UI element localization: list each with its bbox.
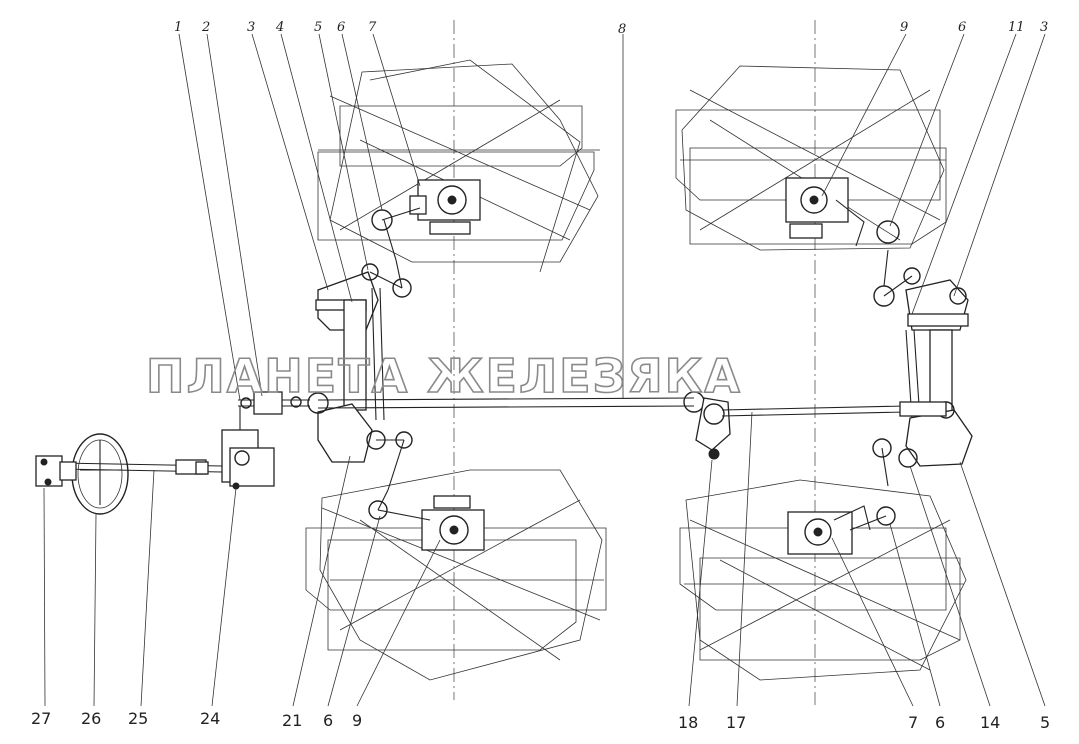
callout-top-11: 11 (1008, 20, 1025, 35)
callout-bottom-9: 9 (352, 711, 362, 730)
rear-drag-link (721, 401, 947, 417)
upper-right-hub (785, 177, 865, 247)
callout-bottom-6b: 6 (935, 713, 945, 732)
upper-left-hub (409, 179, 481, 235)
front-left-lower-wheel (305, 469, 607, 681)
callout-bottom-25: 25 (128, 709, 148, 728)
callout-top-7: 7 (368, 20, 377, 35)
axle-centerlines (453, 20, 816, 705)
callout-top-2: 2 (201, 20, 210, 35)
intermediate-lever (695, 397, 731, 460)
callout-bottom-6: 6 (323, 711, 333, 730)
watermark-text: ПЛАНЕТА ЖЕЛЕЗЯКА (146, 349, 742, 403)
callout-top-6: 6 (337, 20, 345, 35)
callout-top-5: 5 (314, 20, 322, 35)
rear-right-lower-wheel (679, 479, 967, 681)
callout-top-4: 4 (275, 20, 284, 35)
callout-bottom-26: 26 (81, 709, 101, 728)
lower-left-hub (421, 495, 485, 551)
right-bell-crank-lower (849, 401, 973, 531)
callout-bottom-27: 27 (31, 709, 51, 728)
callout-bottom-17: 17 (726, 713, 746, 732)
callout-bottom-14: 14 (980, 713, 1000, 732)
callout-bottom-24: 24 (200, 709, 220, 728)
callout-bottom-7: 7 (908, 713, 918, 732)
callouts-bottom: 27 26 25 24 21 6 9 18 17 7 6 14 5 (31, 709, 1050, 732)
callouts-top: 1 2 3 4 5 6 7 8 9 6 11 3 (174, 20, 1048, 37)
callout-top-6b: 6 (958, 20, 966, 35)
steering-gear-link (238, 391, 310, 415)
callout-top-3b: 3 (1040, 20, 1048, 35)
leader-lines (43, 33, 1046, 707)
steering-wheel (71, 433, 129, 515)
front-left-upper-wheel (317, 59, 600, 273)
callout-bottom-18: 18 (678, 713, 698, 732)
steering-gear-box (221, 406, 275, 490)
left-bell-crank-lower (317, 403, 431, 521)
steering-column-end (35, 455, 77, 487)
right-bell-crank-upper (873, 220, 969, 331)
lower-right-hub (787, 505, 871, 555)
callout-top-1: 1 (174, 20, 182, 35)
callout-top-8: 8 (618, 22, 626, 37)
callout-bottom-5: 5 (1040, 713, 1050, 732)
callout-top-3: 3 (247, 20, 255, 35)
callout-top-9: 9 (900, 20, 908, 35)
steering-column (59, 459, 223, 475)
callout-bottom-21: 21 (282, 711, 302, 730)
